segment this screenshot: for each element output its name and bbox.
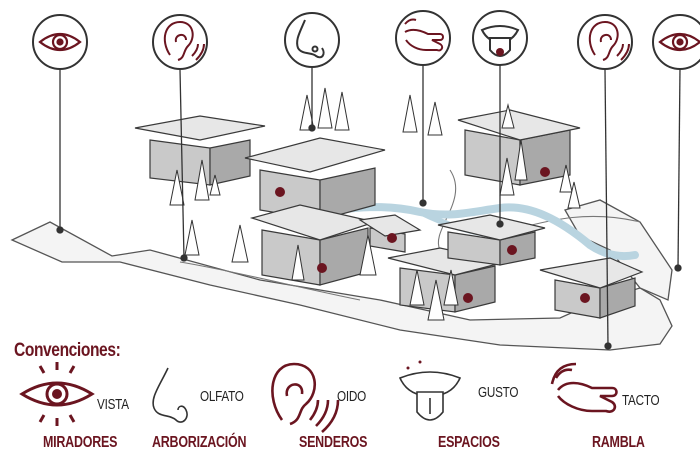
building bbox=[244, 137, 386, 221]
legend-tongue-icon bbox=[398, 360, 462, 421]
top-icon-1 bbox=[32, 14, 88, 70]
legend-title: Convenciones: bbox=[14, 340, 121, 361]
building bbox=[387, 247, 506, 313]
room-marker bbox=[387, 233, 397, 243]
building bbox=[437, 214, 546, 266]
legend-label-oido: OIDO bbox=[337, 388, 366, 405]
room-marker bbox=[540, 167, 550, 177]
top-icon-2 bbox=[152, 14, 208, 70]
legend-touch-hand-icon bbox=[550, 362, 618, 413]
top-icon-3 bbox=[284, 12, 340, 68]
category-espacios: ESPACIOS bbox=[438, 434, 500, 451]
building bbox=[539, 257, 644, 319]
room-marker bbox=[463, 293, 473, 303]
legend-nose-icon bbox=[152, 367, 188, 423]
room-marker bbox=[507, 245, 517, 255]
top-icon-6 bbox=[577, 14, 633, 70]
room-marker bbox=[317, 263, 327, 273]
trees bbox=[169, 87, 581, 321]
top-icon-5 bbox=[472, 10, 528, 66]
category-rambla: RAMBLA bbox=[592, 434, 645, 451]
ear-icon bbox=[588, 20, 630, 61]
top-icon-7 bbox=[652, 14, 700, 70]
building bbox=[134, 115, 266, 186]
category-arborizacion: ARBORIZACIÓN bbox=[152, 434, 247, 451]
building bbox=[249, 204, 378, 286]
eye-icon bbox=[658, 32, 700, 52]
top-icon-4 bbox=[395, 10, 451, 66]
room-marker bbox=[275, 187, 285, 197]
legend-eye-icon bbox=[19, 362, 95, 426]
category-senderos: SENDEROS bbox=[299, 434, 368, 451]
legend-label-tacto: TACTO bbox=[622, 392, 660, 409]
nose-icon bbox=[296, 19, 325, 59]
building bbox=[358, 214, 422, 253]
eye-icon bbox=[38, 32, 82, 52]
category-miradores: MIRADORES bbox=[43, 434, 118, 451]
touch-hand-icon bbox=[404, 18, 444, 52]
legend-label-gusto: GUSTO bbox=[478, 384, 519, 401]
legend-label-vista: VISTA bbox=[97, 396, 129, 413]
ear-icon bbox=[163, 20, 205, 61]
tongue-icon bbox=[480, 25, 520, 57]
buildings bbox=[134, 109, 644, 319]
legend-label-olfato: OLFATO bbox=[200, 388, 244, 405]
legend-ear-icon bbox=[271, 362, 340, 433]
room-marker bbox=[580, 293, 590, 303]
leader-lines bbox=[56, 65, 682, 350]
